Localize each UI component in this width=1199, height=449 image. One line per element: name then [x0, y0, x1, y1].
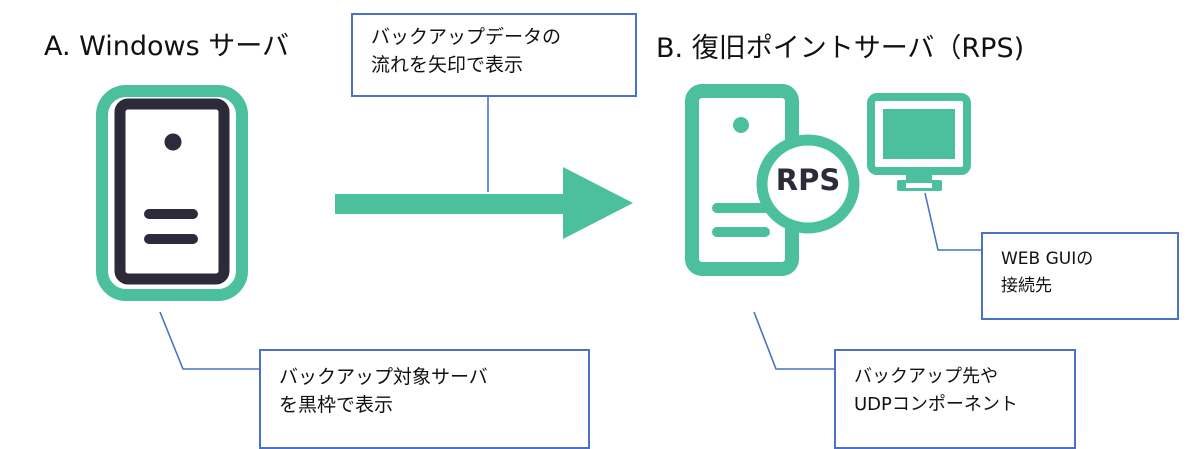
rps-badge-label: RPS: [775, 163, 841, 197]
callout-backup-destination: バックアップ先や UDPコンポーネント: [834, 349, 1076, 449]
callout-backup-target-line1: バックアップ対象サーバ: [279, 366, 488, 388]
callout-data-flow-line1: バックアップデータの: [371, 26, 562, 48]
callout-web-gui: WEB GUIの 接続先: [981, 232, 1179, 320]
callout-web-gui-line1: WEB GUIの: [1001, 249, 1094, 269]
connector-line-web: [924, 192, 981, 251]
connector-lines: [159, 97, 981, 370]
connector-line-right: [753, 311, 834, 370]
windows-server-title: A. Windows サーバ: [44, 31, 289, 62]
rps-server-icon: [685, 84, 799, 276]
callout-backup-destination-line1: バックアップ先や: [854, 366, 998, 387]
callout-backup-destination-line2: UDPコンポーネント: [854, 394, 1018, 415]
monitor-icon: [867, 93, 971, 191]
callout-web-gui-line2: 接続先: [1001, 276, 1052, 296]
rps-server-title: B. 復旧ポイントサーバ（RPS): [656, 33, 1025, 64]
arrow-right-icon: [335, 167, 633, 239]
callout-backup-target: バックアップ対象サーバ を黒枠で表示: [259, 349, 590, 449]
callout-data-flow: バックアップデータの 流れを矢印で表示: [351, 13, 637, 97]
callout-backup-target-line2: を黒枠で表示: [279, 394, 394, 416]
connector-line-left: [159, 311, 259, 370]
windows-server-icon: [96, 85, 248, 301]
rps-badge-icon: [756, 134, 860, 234]
callout-data-flow-line2: 流れを矢印で表示: [371, 54, 524, 76]
